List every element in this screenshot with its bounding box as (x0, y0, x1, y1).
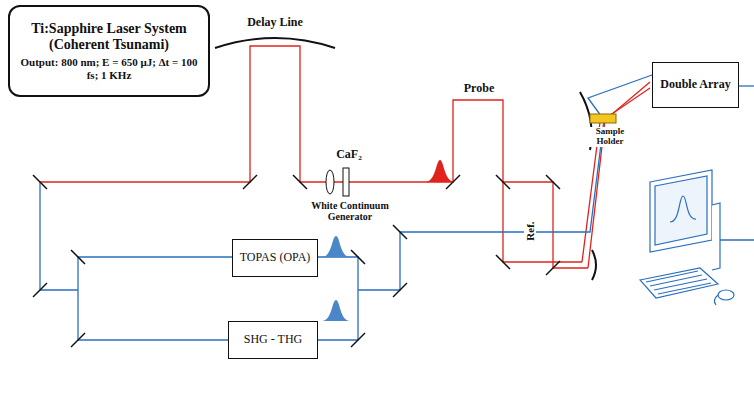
beam-label: White Continuum Generator (310, 200, 390, 222)
box-title: Ti:Sapphire Laser System (Coherent Tsuna… (16, 21, 202, 53)
laser-box: Ti:Sapphire Laser System (Coherent Tsuna… (8, 5, 210, 97)
pulse (322, 236, 350, 257)
instrument-box: Double Array (652, 62, 739, 108)
computer-icon (640, 170, 734, 305)
beam-label: Ref. (524, 216, 536, 246)
instrument-box: SHG - THG (228, 321, 318, 359)
pump-beam (40, 75, 754, 340)
pulse (322, 300, 350, 321)
beam-label: CaF₂ (332, 148, 366, 161)
caf2-plate (343, 168, 349, 196)
beam-label: Sample Holder (588, 127, 632, 147)
curved-mirror (215, 38, 596, 280)
box-title: SHG - THG (244, 333, 302, 347)
instrument-box: TOPAS (OPA) (232, 239, 318, 277)
lens (326, 170, 334, 194)
sample-holder (590, 114, 616, 123)
box-title: TOPAS (OPA) (240, 251, 311, 265)
beam-label: Probe (458, 82, 500, 95)
box-title: Double Array (660, 78, 730, 92)
beam-label: Delay Line (240, 16, 310, 29)
box-detail: Output: 800 nm; E = 650 μJ; Δt = 100 fs;… (16, 56, 202, 81)
pulse (425, 160, 455, 182)
